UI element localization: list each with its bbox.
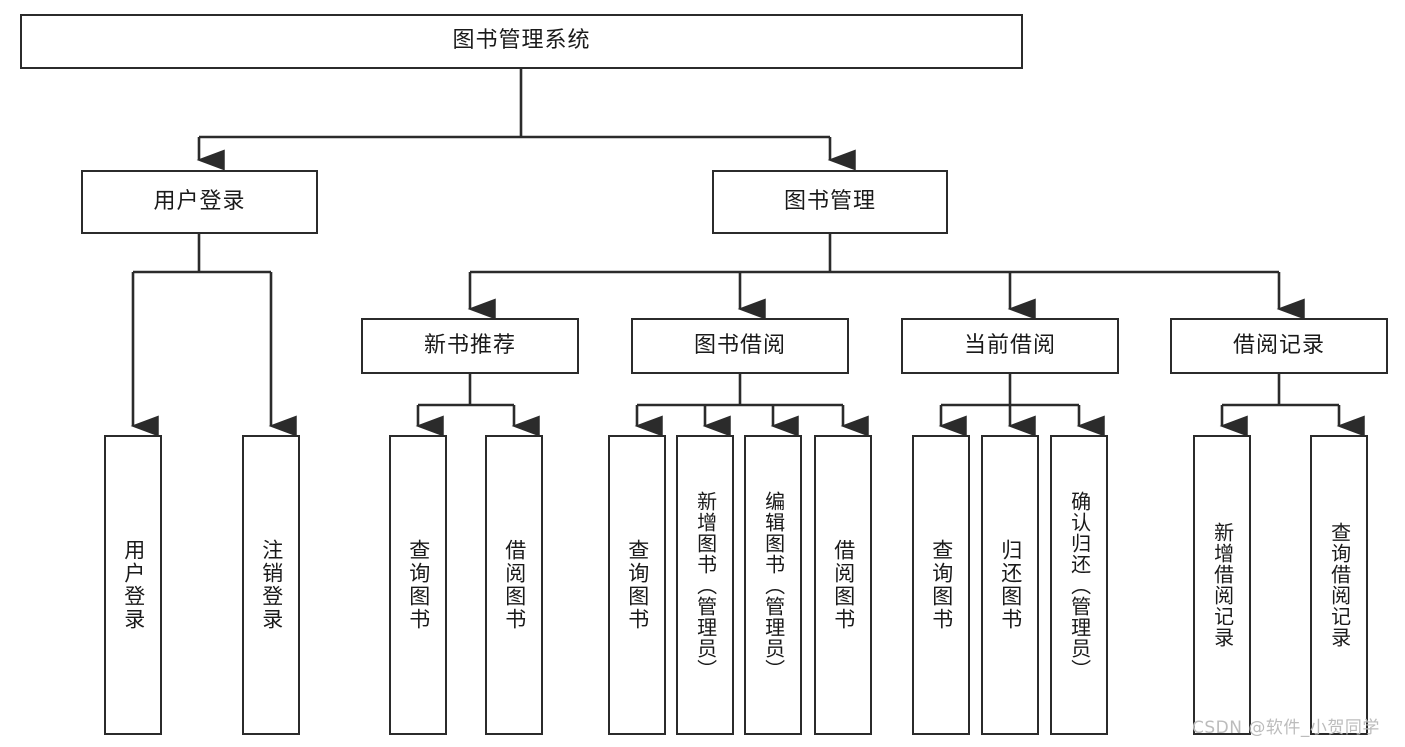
node-root-label: 图书管理系统 <box>452 28 591 54</box>
leaf-borrow-borrow-book-label: 借阅图书 <box>831 539 856 631</box>
leaf-current-confirm-return-label: 确认归还（管理员） <box>1067 490 1092 680</box>
node-borrow-records-label: 借阅记录 <box>1232 332 1325 358</box>
leaf-borrow-edit-book[interactable]: 编辑图书（管理员） <box>744 435 802 735</box>
node-new-book-recommend[interactable]: 新书推荐 <box>361 318 579 374</box>
node-book-borrow[interactable]: 图书借阅 <box>631 318 849 374</box>
leaf-user-login-logout-label: 注销登录 <box>259 539 284 631</box>
leaf-new-books-borrow[interactable]: 借阅图书 <box>485 435 543 735</box>
node-current-borrow-label: 当前借阅 <box>963 332 1056 358</box>
leaf-borrow-add-book[interactable]: 新增图书（管理员） <box>676 435 734 735</box>
leaf-user-login-login[interactable]: 用户登录 <box>104 435 162 735</box>
leaf-current-return-book-label: 归还图书 <box>998 539 1023 631</box>
leaf-records-add-label: 新增借阅记录 <box>1210 522 1235 648</box>
node-book-borrow-label: 图书借阅 <box>693 332 786 358</box>
node-borrow-records[interactable]: 借阅记录 <box>1170 318 1388 374</box>
node-new-book-recommend-label: 新书推荐 <box>423 332 516 358</box>
leaf-records-add[interactable]: 新增借阅记录 <box>1193 435 1251 735</box>
node-user-login-label: 用户登录 <box>153 188 246 214</box>
leaf-new-books-query[interactable]: 查询图书 <box>389 435 447 735</box>
leaf-borrow-add-book-label: 新增图书（管理员） <box>693 490 718 680</box>
leaf-borrow-edit-book-label: 编辑图书（管理员） <box>761 490 786 680</box>
leaf-current-return-book[interactable]: 归还图书 <box>981 435 1039 735</box>
leaf-records-query[interactable]: 查询借阅记录 <box>1310 435 1368 735</box>
node-book-management-label: 图书管理 <box>783 188 876 214</box>
leaf-new-books-borrow-label: 借阅图书 <box>502 539 527 631</box>
leaf-user-login-logout[interactable]: 注销登录 <box>242 435 300 735</box>
csdn-watermark: CSDN @软件_小贺同学 <box>1192 718 1380 738</box>
leaf-new-books-query-label: 查询图书 <box>406 539 431 631</box>
leaf-borrow-query-book-label: 查询图书 <box>625 539 650 631</box>
node-current-borrow[interactable]: 当前借阅 <box>901 318 1119 374</box>
leaf-borrow-borrow-book[interactable]: 借阅图书 <box>814 435 872 735</box>
leaf-user-login-login-label: 用户登录 <box>121 539 146 631</box>
node-root[interactable]: 图书管理系统 <box>20 14 1023 69</box>
leaf-borrow-query-book[interactable]: 查询图书 <box>608 435 666 735</box>
leaf-current-query-book[interactable]: 查询图书 <box>912 435 970 735</box>
leaf-current-query-book-label: 查询图书 <box>929 539 954 631</box>
leaf-records-query-label: 查询借阅记录 <box>1327 522 1352 648</box>
node-user-login[interactable]: 用户登录 <box>81 170 318 234</box>
node-book-management[interactable]: 图书管理 <box>712 170 948 234</box>
leaf-current-confirm-return[interactable]: 确认归还（管理员） <box>1050 435 1108 735</box>
